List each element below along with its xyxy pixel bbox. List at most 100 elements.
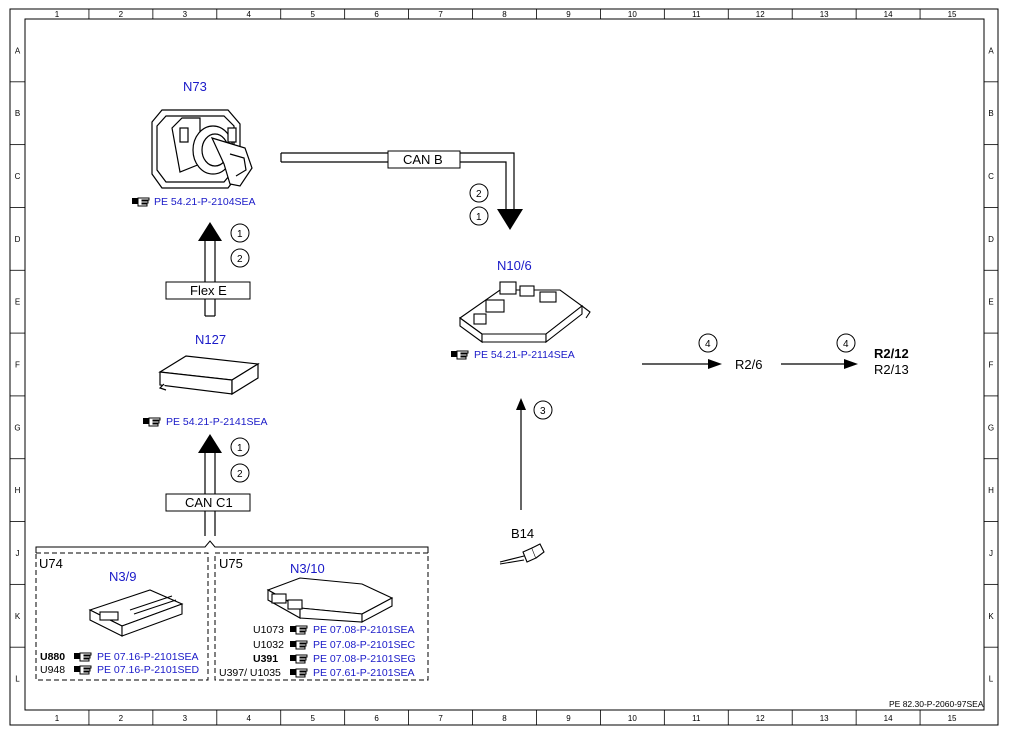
r2-12-connection — [781, 359, 858, 369]
circle-b14: 3 — [540, 406, 546, 417]
n127-reference[interactable]: PE 54.21-P-2141SEA — [166, 416, 268, 428]
u880-prefix: U880 — [40, 651, 65, 663]
grid-col-top-13: 13 — [820, 10, 829, 19]
circle-can-c1-bottom: 2 — [237, 469, 243, 480]
hand-pointer-icon — [289, 640, 308, 650]
grid-col-bottom-8: 8 — [502, 714, 507, 723]
grid-col-top-3: 3 — [183, 10, 188, 19]
n127-label: N127 — [195, 332, 226, 347]
u397-reference[interactable]: PE 07.61-P-2101SEA — [313, 667, 415, 679]
grid-row-left-D: D — [15, 235, 21, 244]
u74-variant-label: U74 — [39, 556, 63, 571]
circle-can-b-bottom: 1 — [476, 212, 482, 223]
grid-reference-frame: 1122334455667788991010111112121313141415… — [10, 9, 998, 725]
grid-row-right-J: J — [989, 549, 993, 558]
grid-col-top-4: 4 — [247, 10, 252, 19]
engine-control-unit-n3-9-icon — [88, 589, 184, 637]
circle-can-b-top: 2 — [476, 189, 482, 200]
grid-col-bottom-3: 3 — [183, 714, 188, 723]
u1073-reference[interactable]: PE 07.08-P-2101SEA — [313, 624, 415, 636]
r2-13-label: R2/13 — [874, 362, 909, 377]
grid-col-bottom-13: 13 — [820, 714, 829, 723]
n3-9-label: N3/9 — [109, 569, 136, 584]
grid-row-right-D: D — [988, 235, 994, 244]
grid-col-top-14: 14 — [884, 10, 893, 19]
grid-row-left-B: B — [15, 109, 20, 118]
grid-row-right-F: F — [989, 361, 994, 370]
hand-pointer-icon — [450, 350, 469, 360]
grid-col-bottom-10: 10 — [628, 714, 637, 723]
flex-e-connection: Flex E — [165, 222, 251, 317]
hand-pointer-icon — [131, 197, 150, 207]
can-c1-connection: CAN C1 — [165, 434, 251, 536]
r2-6-label: R2/6 — [735, 357, 762, 372]
ignition-switch-icon — [151, 109, 253, 189]
control-unit-n127-icon — [158, 355, 260, 396]
grid-col-bottom-14: 14 — [884, 714, 893, 723]
grid-row-left-C: C — [15, 172, 21, 181]
grid-col-top-1: 1 — [55, 10, 60, 19]
grid-col-bottom-11: 11 — [692, 714, 701, 723]
b14-label: B14 — [511, 526, 534, 541]
grid-col-bottom-5: 5 — [310, 714, 315, 723]
grid-col-top-8: 8 — [502, 10, 507, 19]
grid-col-bottom-1: 1 — [55, 714, 60, 723]
engine-control-unit-n3-10-icon — [266, 577, 394, 623]
u1032-reference[interactable]: PE 07.08-P-2101SEC — [313, 639, 416, 651]
grid-row-right-L: L — [989, 675, 994, 684]
u880-reference[interactable]: PE 07.16-P-2101SEA — [97, 651, 199, 663]
grid-col-top-10: 10 — [628, 10, 637, 19]
circle-r2-6-input: 4 — [705, 339, 711, 350]
grid-col-bottom-2: 2 — [119, 714, 124, 723]
grid-col-top-11: 11 — [692, 10, 701, 19]
n73-reference[interactable]: PE 54.21-P-2104SEA — [154, 196, 256, 208]
grid-row-right-H: H — [988, 486, 994, 495]
grid-row-left-G: G — [14, 423, 20, 432]
circle-can-c1-top: 1 — [237, 443, 243, 454]
grid-row-right-E: E — [988, 298, 993, 307]
u391-prefix: U391 — [253, 653, 278, 665]
hand-pointer-icon — [73, 665, 92, 675]
grid-col-top-9: 9 — [566, 10, 571, 19]
hand-pointer-icon — [289, 668, 308, 678]
grid-col-bottom-7: 7 — [438, 714, 443, 723]
u1032-prefix: U1032 — [253, 639, 284, 651]
n10-6-label: N10/6 — [497, 258, 532, 273]
u74-group — [35, 552, 209, 681]
u75-group — [214, 552, 429, 681]
grid-row-right-G: G — [988, 423, 994, 432]
u391-reference[interactable]: PE 07.08-P-2101SEG — [313, 653, 416, 665]
grid-row-left-E: E — [15, 298, 20, 307]
grid-col-top-15: 15 — [948, 10, 957, 19]
grid-col-bottom-4: 4 — [247, 714, 252, 723]
hand-pointer-icon — [142, 417, 161, 427]
n73-label: N73 — [183, 79, 207, 94]
hand-pointer-icon — [73, 652, 92, 662]
grid-row-left-K: K — [15, 612, 21, 621]
u948-reference[interactable]: PE 07.16-P-2101SED — [97, 664, 200, 676]
grid-col-top-5: 5 — [310, 10, 315, 19]
can-b-label: CAN B — [403, 152, 443, 167]
circle-flex-bottom: 2 — [237, 254, 243, 265]
document-id: PE 82.30-P-2060-97SEA — [889, 699, 984, 709]
grid-row-left-F: F — [15, 361, 20, 370]
circle-r2-12-input: 4 — [843, 339, 849, 350]
grid-row-right-K: K — [988, 612, 994, 621]
u75-variant-label: U75 — [219, 556, 243, 571]
grid-col-bottom-9: 9 — [566, 714, 571, 723]
grid-col-bottom-6: 6 — [374, 714, 379, 723]
grid-col-bottom-15: 15 — [948, 714, 957, 723]
grid-row-left-J: J — [16, 549, 20, 558]
n10-6-reference[interactable]: PE 54.21-P-2114SEA — [474, 349, 575, 361]
r2-6-connection — [642, 359, 722, 369]
temperature-sensor-icon — [499, 543, 545, 565]
grid-col-top-2: 2 — [119, 10, 124, 19]
b14-connection — [516, 398, 526, 510]
grid-col-bottom-12: 12 — [756, 714, 765, 723]
hand-pointer-icon — [289, 625, 308, 635]
grid-col-top-12: 12 — [756, 10, 765, 19]
sam-control-unit-n10-6-icon — [459, 281, 591, 344]
u397-u1035-prefix: U397/ U1035 — [219, 667, 281, 679]
grid-row-right-C: C — [988, 172, 994, 181]
